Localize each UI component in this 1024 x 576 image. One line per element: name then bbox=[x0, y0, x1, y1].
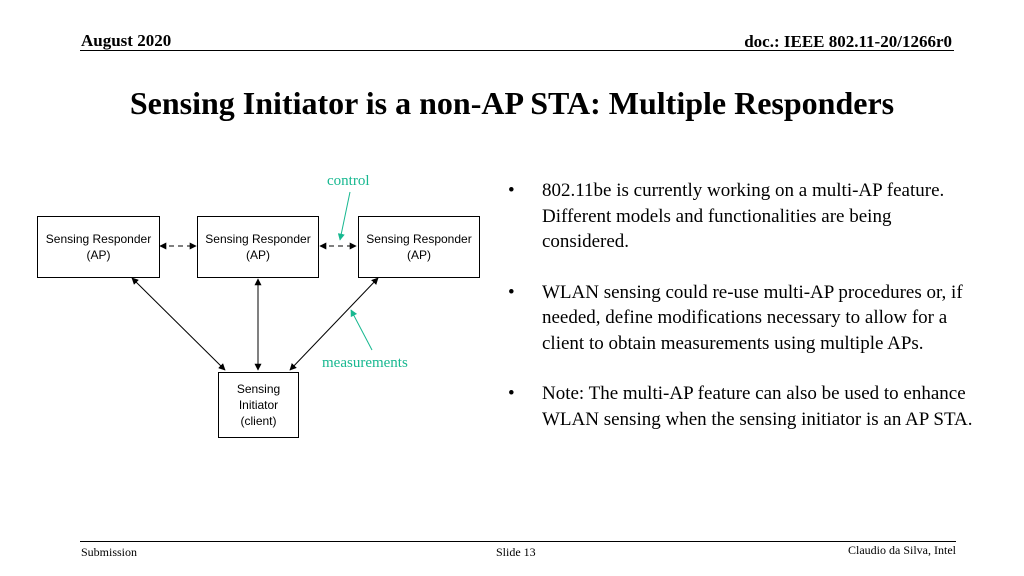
bullet-item: • 802.11be is currently working on a mult… bbox=[508, 178, 978, 255]
measurements-pointer-arrow bbox=[350, 309, 373, 351]
sensing-responder-box-1: Sensing Responder (AP) bbox=[37, 216, 160, 278]
sensing-responder-1-label: Sensing Responder (AP) bbox=[45, 232, 152, 262]
footer-author: Claudio da Silva, Intel bbox=[848, 543, 956, 557]
header-date: August 2020 bbox=[81, 31, 172, 50]
sensing-initiator-box: Sensing Initiator (client) bbox=[218, 372, 299, 438]
measurements-annotation: measurements bbox=[322, 355, 408, 371]
link-responder1-initiator bbox=[131, 277, 226, 371]
bullet-text: 802.11be is currently working on a multi… bbox=[542, 180, 945, 252]
sensing-responder-3-label: Sensing Responder (AP) bbox=[366, 232, 472, 262]
bullet-item: • Note: The multi-AP feature can also be … bbox=[508, 381, 978, 432]
footer-submission: Submission bbox=[81, 545, 138, 559]
footer-rule bbox=[80, 541, 956, 542]
header-doc-id: doc.: IEEE 802.11-20/1266r0 bbox=[744, 32, 952, 51]
bullet-marker: • bbox=[508, 281, 515, 303]
bullet-list: • 802.11be is currently working on a mult… bbox=[508, 178, 978, 457]
sensing-responder-box-2: Sensing Responder (AP) bbox=[197, 216, 319, 278]
bullet-marker: • bbox=[508, 180, 515, 201]
control-pointer-arrow bbox=[337, 191, 351, 241]
bullet-item: • WLAN sensing could re-use multi-AP proc… bbox=[508, 280, 978, 357]
bullet-text: WLAN sensing could re-use multi-AP proce… bbox=[542, 281, 963, 354]
sensing-responder-2-label: Sensing Responder (AP) bbox=[205, 232, 311, 262]
bullet-text: Note: The multi-AP feature can also be u… bbox=[542, 383, 973, 430]
sensing-responder-box-3: Sensing Responder (AP) bbox=[358, 216, 480, 278]
footer-slide-number: Slide 13 bbox=[496, 545, 536, 559]
control-annotation: control bbox=[327, 173, 370, 189]
sensing-initiator-label: Sensing Initiator (client) bbox=[236, 382, 281, 428]
slide-title: Sensing Initiator is a non-AP STA: Multi… bbox=[129, 85, 895, 121]
bullet-marker: • bbox=[508, 383, 515, 404]
header-rule bbox=[80, 50, 954, 51]
link-responder3-initiator bbox=[289, 277, 379, 371]
